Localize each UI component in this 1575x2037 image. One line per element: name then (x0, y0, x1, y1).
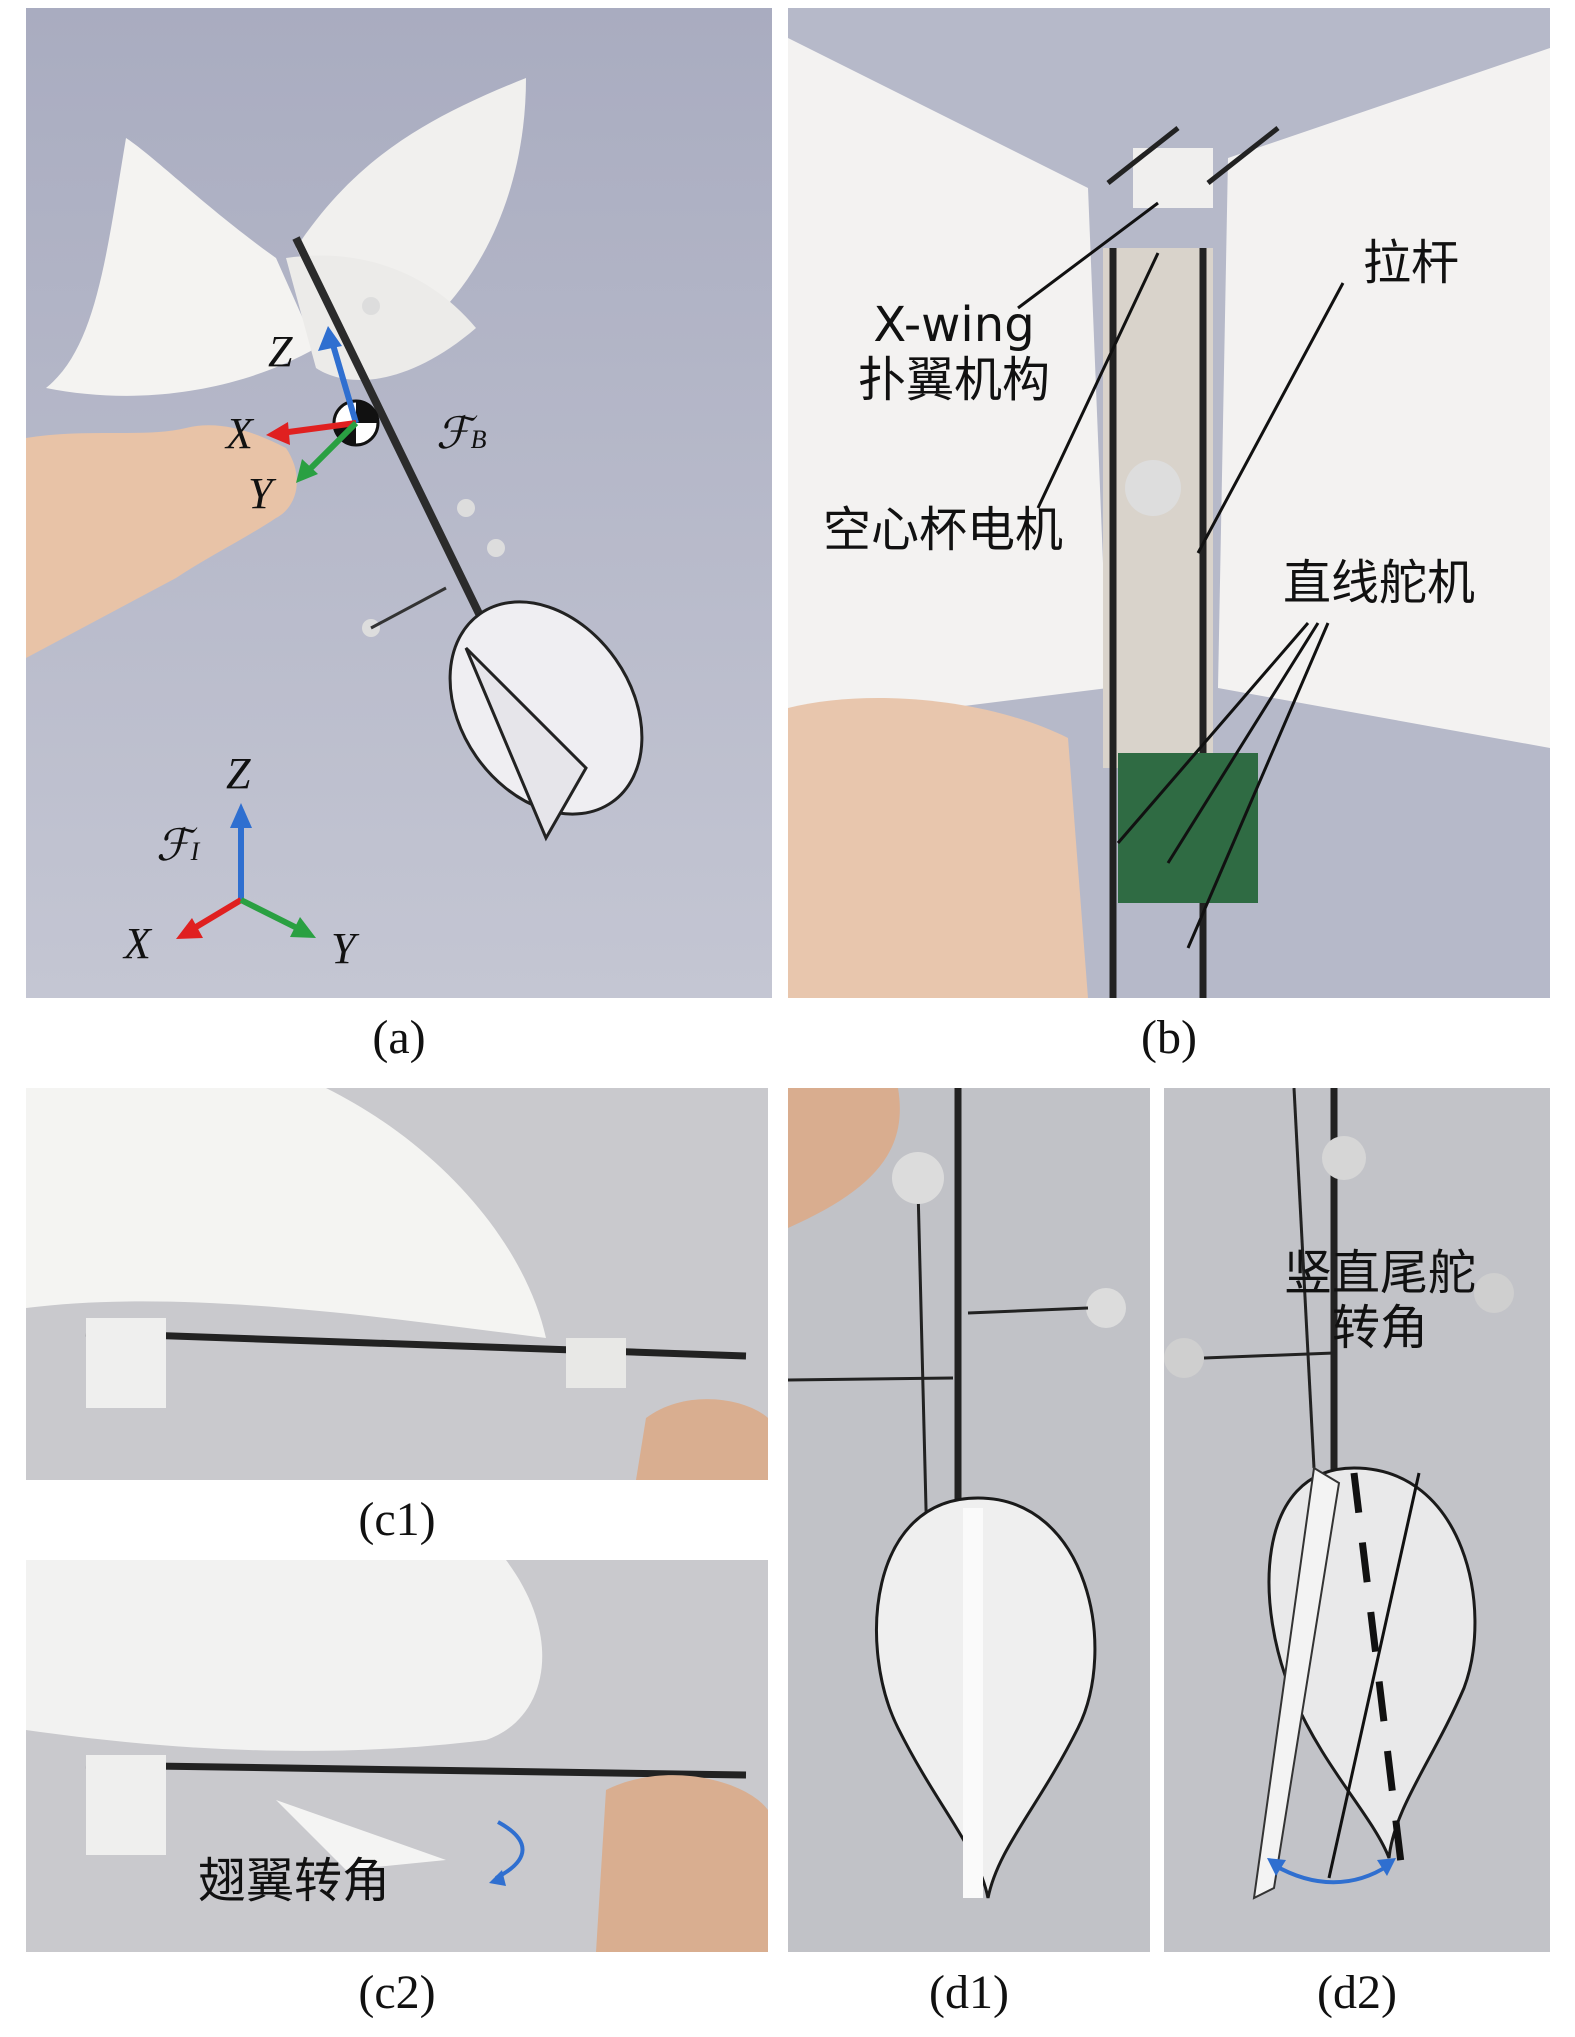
panel-c2-photo: 翅翼转角 (26, 1560, 768, 1952)
panel-d2-photo: 竖直尾舵 转角 (1164, 1088, 1550, 1952)
ornithopter-photo-d2 (1164, 1088, 1550, 1952)
panel-b-photo: X-wing 扑翼机构 空心杯电机 拉杆 直线舵机 (788, 8, 1550, 998)
label-wing-angle: 翅翼转角 (198, 1853, 391, 1909)
caption-d2: (d2) (1317, 1966, 1397, 2019)
inertial-axis-x-label: X (124, 919, 151, 968)
inertial-axis-y-label: Y (331, 924, 356, 973)
label-coreless-motor: 空心杯电机 (823, 502, 1064, 558)
ornithopter-photo-c2 (26, 1560, 768, 1952)
label-pull-rod: 拉杆 (1363, 235, 1460, 291)
label-xwing: X-wing 扑翼机构 (858, 297, 1051, 409)
caption-a: (a) (372, 1011, 426, 1064)
body-frame-label: ℱB (436, 409, 487, 458)
caption-c1: (c1) (358, 1493, 436, 1546)
label-rudder-angle: 竖直尾舵 转角 (1284, 1245, 1477, 1357)
body-axis-z-label: Z (268, 327, 293, 376)
body-axis-y-label: Y (248, 469, 273, 518)
caption-c2: (c2) (358, 1966, 436, 2019)
ornithopter-photo-d1 (788, 1088, 1150, 1952)
label-linear-servo: 直线舵机 (1283, 555, 1476, 611)
panel-a-photo: Z X Y ℱB Z ℱI X Y (26, 8, 772, 998)
inertial-frame-label: ℱI (156, 821, 200, 870)
ornithopter-photo-b (788, 8, 1550, 998)
ornithopter-photo-c1 (26, 1088, 768, 1480)
ornithopter-photo-a (26, 8, 772, 998)
panel-d1-photo (788, 1088, 1150, 1952)
caption-b: (b) (1141, 1011, 1197, 1064)
panel-c1-photo (26, 1088, 768, 1480)
body-axis-x-label: X (226, 409, 253, 458)
caption-d1: (d1) (929, 1966, 1009, 2019)
inertial-axis-z-label: Z (226, 749, 251, 798)
